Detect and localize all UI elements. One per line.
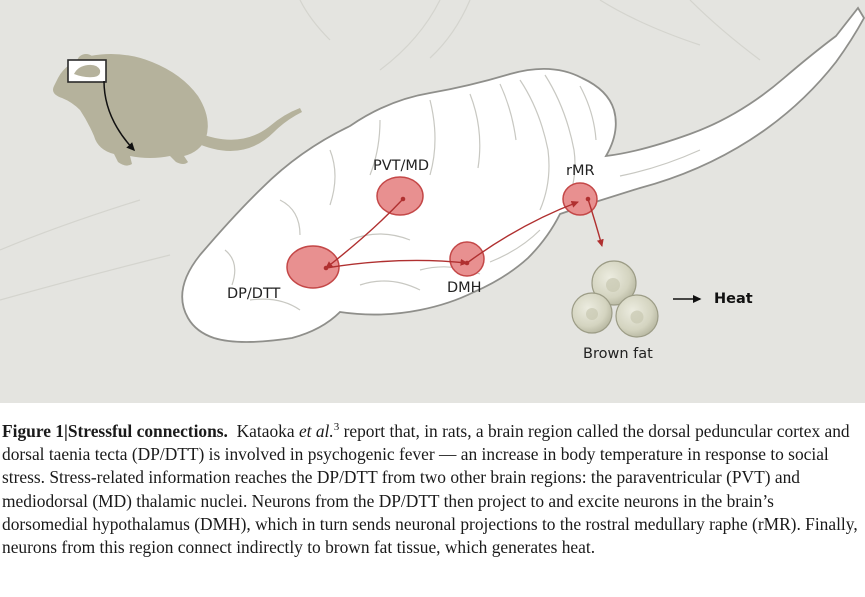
label-dp-dtt: DP/DTT	[227, 286, 281, 302]
label-dmh: DMH	[447, 280, 482, 296]
caption-figure-label: Figure 1	[2, 421, 64, 441]
label-heat: Heat	[714, 291, 753, 307]
caption-body: report that, in rats, a brain region cal…	[2, 421, 858, 558]
brown-fat-cells-icon	[571, 260, 659, 338]
background-texture	[0, 0, 761, 301]
caption-title: Stressful connections.	[67, 421, 228, 441]
figure-caption: Figure 1|Stressful connections. Kataoka …	[2, 420, 862, 559]
caption-author: Kataoka	[236, 421, 295, 441]
figure-panel: PVT/MD rMR DP/DTT DMH Heat Brown fat	[0, 0, 865, 403]
node-pvt-md	[376, 176, 424, 216]
node-dp-dtt	[286, 245, 340, 289]
caption-reference: 3	[333, 421, 340, 434]
figure-artwork	[0, 0, 865, 343]
label-brown-fat: Brown fat	[583, 346, 653, 362]
label-pvt-md: PVT/MD	[373, 158, 430, 174]
rat-brain-mini-icon	[74, 64, 101, 78]
caption-et-al: et al.	[298, 421, 334, 441]
zoom-arrow	[103, 80, 136, 152]
caption-divider: |	[64, 421, 68, 441]
node-dmh	[449, 241, 485, 277]
label-rmr: rMR	[566, 163, 595, 179]
brain-outline	[181, 6, 865, 343]
projection-arrows	[323, 196, 604, 271]
